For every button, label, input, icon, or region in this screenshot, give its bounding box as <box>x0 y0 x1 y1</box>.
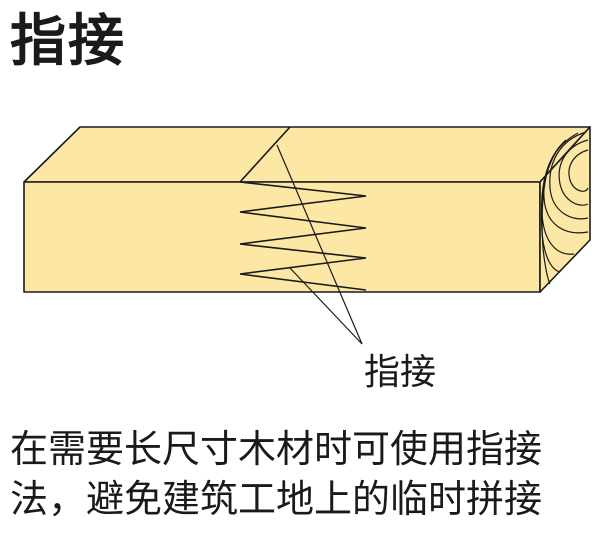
caption: 在需要长尺寸木材时可使用指接 法，避免建筑工地上的临时拼接 <box>10 424 610 524</box>
beam-end-face <box>539 126 591 293</box>
beam-front-face <box>23 181 541 293</box>
callout-leader-lines <box>276 144 363 345</box>
end-grain-rings <box>540 131 589 285</box>
caption-line-2: 法，避免建筑工地上的临时拼接 <box>10 477 543 521</box>
beam-top-face <box>23 126 591 183</box>
finger-joint-line <box>239 126 367 291</box>
caption-line-1: 在需要长尺寸木材时可使用指接 <box>10 427 543 471</box>
finger-joint-diagram: 指接 <box>23 126 591 393</box>
page-title: 指接 <box>10 9 126 74</box>
callout-label: 指接 <box>364 352 436 393</box>
